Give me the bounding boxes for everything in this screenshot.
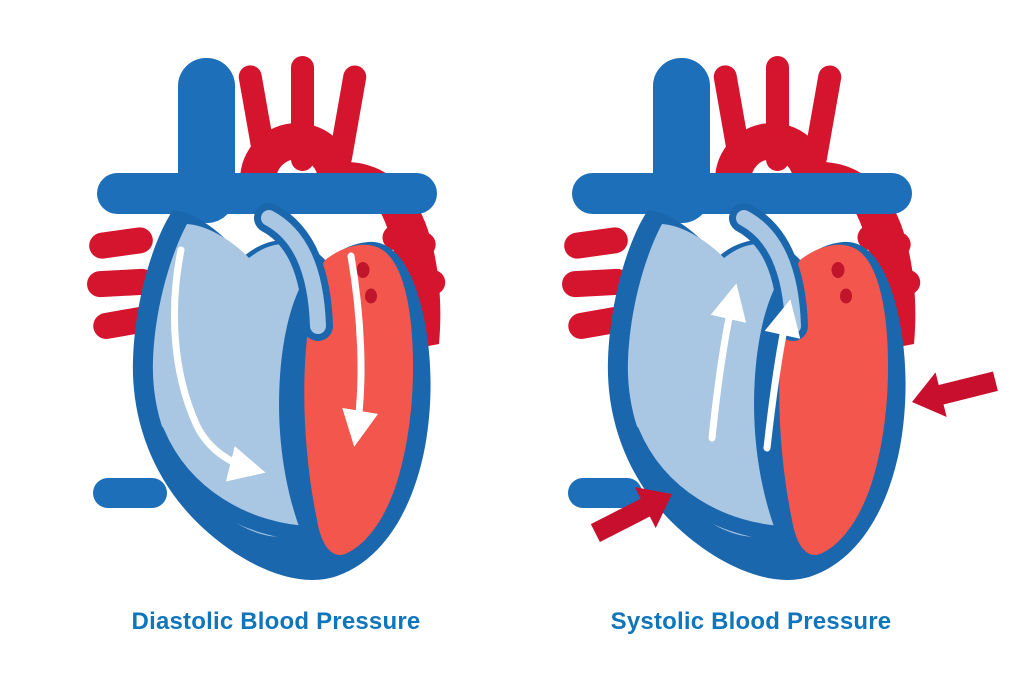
diastolic-label: Diastolic Blood Pressure	[131, 608, 421, 635]
inflow-arrow-right-chamber	[170, 246, 266, 482]
systolic-label: Systolic Blood Pressure	[610, 608, 892, 635]
outflow-arrow-left-chamber	[763, 299, 801, 452]
compression-arrow-bottom-left	[590, 487, 672, 542]
outflow-arrow-right-chamber	[708, 283, 747, 442]
diastolic-heart-illustration	[85, 42, 535, 602]
systolic-panel: Systolic Blood Pressure	[560, 42, 1010, 636]
compression-arrows	[590, 371, 998, 542]
outflow-arrows	[708, 283, 801, 452]
inflow-arrows	[170, 246, 379, 482]
inflow-arrow-left-chamber	[342, 252, 379, 447]
systolic-heart-illustration	[560, 42, 998, 602]
diastolic-panel: Diastolic Blood Pressure	[85, 42, 535, 636]
compression-arrow-right	[912, 371, 998, 418]
